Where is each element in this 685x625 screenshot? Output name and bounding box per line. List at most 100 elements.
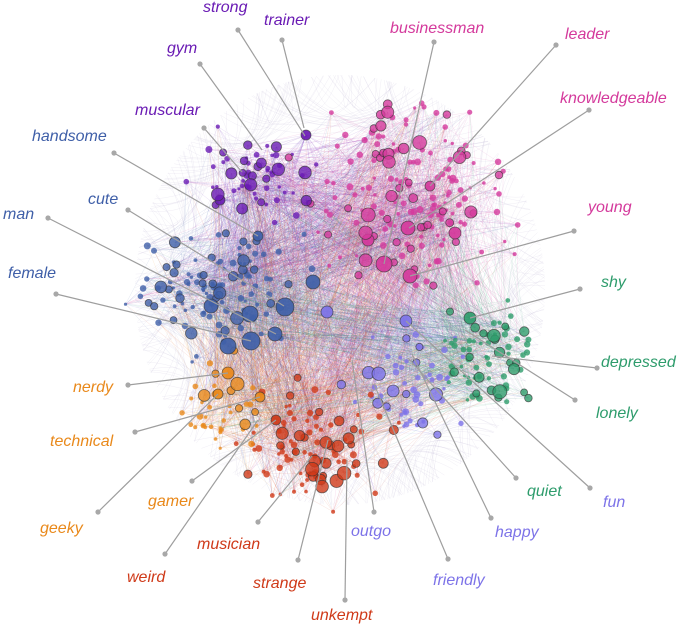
graph-node bbox=[291, 447, 300, 456]
graph-node bbox=[252, 447, 257, 452]
graph-node bbox=[318, 427, 323, 432]
graph-node bbox=[439, 171, 446, 178]
graph-node bbox=[239, 237, 248, 246]
label-friendly: friendly bbox=[433, 572, 486, 589]
graph-node bbox=[392, 238, 401, 247]
leader-tip-strange bbox=[295, 557, 301, 563]
graph-node bbox=[329, 110, 334, 115]
leader-line-gym bbox=[199, 63, 263, 151]
graph-node bbox=[331, 451, 339, 458]
graph-node bbox=[385, 190, 398, 203]
graph-node bbox=[300, 194, 313, 207]
graph-node bbox=[417, 417, 429, 429]
graph-node bbox=[470, 322, 481, 333]
graph-node bbox=[418, 401, 424, 407]
leader-tip-weird bbox=[162, 551, 168, 557]
graph-node bbox=[370, 335, 375, 340]
leader-tip-businessman bbox=[431, 39, 437, 45]
graph-node bbox=[198, 279, 207, 288]
graph-node bbox=[471, 339, 476, 344]
graph-node bbox=[506, 351, 511, 356]
graph-node bbox=[367, 391, 374, 398]
graph-node bbox=[249, 265, 259, 274]
graph-node bbox=[275, 297, 295, 317]
leader-line-muscular bbox=[203, 127, 243, 173]
graph-node bbox=[237, 325, 244, 332]
graph-node bbox=[327, 263, 332, 268]
graph-node bbox=[465, 352, 474, 362]
leader-line-shy bbox=[469, 288, 581, 319]
graph-node bbox=[455, 201, 462, 208]
graph-node bbox=[243, 140, 253, 150]
graph-node bbox=[210, 164, 216, 170]
graph-node bbox=[331, 439, 345, 453]
graph-node bbox=[300, 129, 312, 141]
graph-node bbox=[376, 413, 383, 420]
graph-node bbox=[419, 234, 424, 239]
graph-node bbox=[189, 275, 194, 279]
graph-node bbox=[503, 239, 507, 244]
graph-node bbox=[352, 192, 358, 198]
graph-node bbox=[265, 165, 271, 171]
graph-node bbox=[332, 195, 338, 201]
graph-node bbox=[370, 203, 377, 210]
graph-node bbox=[466, 338, 473, 344]
graph-node bbox=[185, 327, 198, 340]
graph-node bbox=[180, 301, 185, 306]
graph-node bbox=[251, 408, 260, 416]
graph-node bbox=[328, 422, 334, 428]
graph-node bbox=[325, 389, 331, 395]
graph-node bbox=[301, 231, 307, 237]
graph-node bbox=[308, 452, 313, 457]
graph-node bbox=[206, 360, 213, 367]
graph-node bbox=[394, 177, 399, 182]
leader-line-female bbox=[55, 293, 252, 342]
graph-node bbox=[427, 263, 432, 268]
graph-node bbox=[231, 188, 237, 194]
graph-node bbox=[305, 462, 320, 477]
graph-node bbox=[139, 285, 147, 292]
graph-node bbox=[200, 310, 207, 318]
graph-node bbox=[293, 430, 306, 442]
graph-node bbox=[206, 313, 213, 320]
graph-node bbox=[407, 418, 413, 424]
graph-node bbox=[299, 482, 305, 488]
label-lonely: lonely bbox=[596, 405, 639, 422]
graph-node bbox=[398, 252, 406, 260]
graph-node bbox=[375, 133, 382, 140]
graph-node bbox=[199, 270, 208, 280]
graph-node bbox=[494, 158, 502, 165]
leader-tip-cute bbox=[125, 207, 131, 213]
graph-node bbox=[237, 245, 242, 251]
graph-node bbox=[250, 385, 256, 391]
graph-node bbox=[523, 349, 531, 356]
label-gym: gym bbox=[167, 40, 197, 57]
leader-tip-depressed bbox=[594, 365, 600, 371]
graph-node bbox=[400, 220, 416, 236]
graph-node bbox=[273, 197, 280, 204]
graph-node bbox=[407, 159, 413, 165]
leader-tip-gym bbox=[197, 61, 203, 67]
graph-node bbox=[452, 150, 467, 164]
graph-node bbox=[237, 295, 245, 302]
leader-tip-strong bbox=[235, 27, 241, 33]
graph-node bbox=[353, 219, 360, 226]
graph-node bbox=[372, 176, 377, 180]
graph-node bbox=[342, 432, 355, 445]
graph-node bbox=[308, 265, 316, 273]
graph-node bbox=[219, 337, 237, 355]
graph-node bbox=[314, 439, 321, 446]
label-weird: weird bbox=[127, 569, 166, 586]
graph-node bbox=[429, 205, 437, 212]
leader-line-knowledgeable bbox=[408, 109, 590, 229]
graph-node bbox=[338, 255, 342, 260]
graph-node bbox=[403, 117, 409, 123]
graph-node bbox=[213, 286, 227, 300]
leader-line-gamer bbox=[191, 419, 277, 482]
graph-node bbox=[433, 109, 440, 116]
graph-node bbox=[291, 191, 295, 195]
graph-node bbox=[237, 187, 241, 191]
graph-node bbox=[356, 151, 363, 158]
graph-node bbox=[239, 156, 249, 166]
graph-node bbox=[525, 336, 532, 343]
